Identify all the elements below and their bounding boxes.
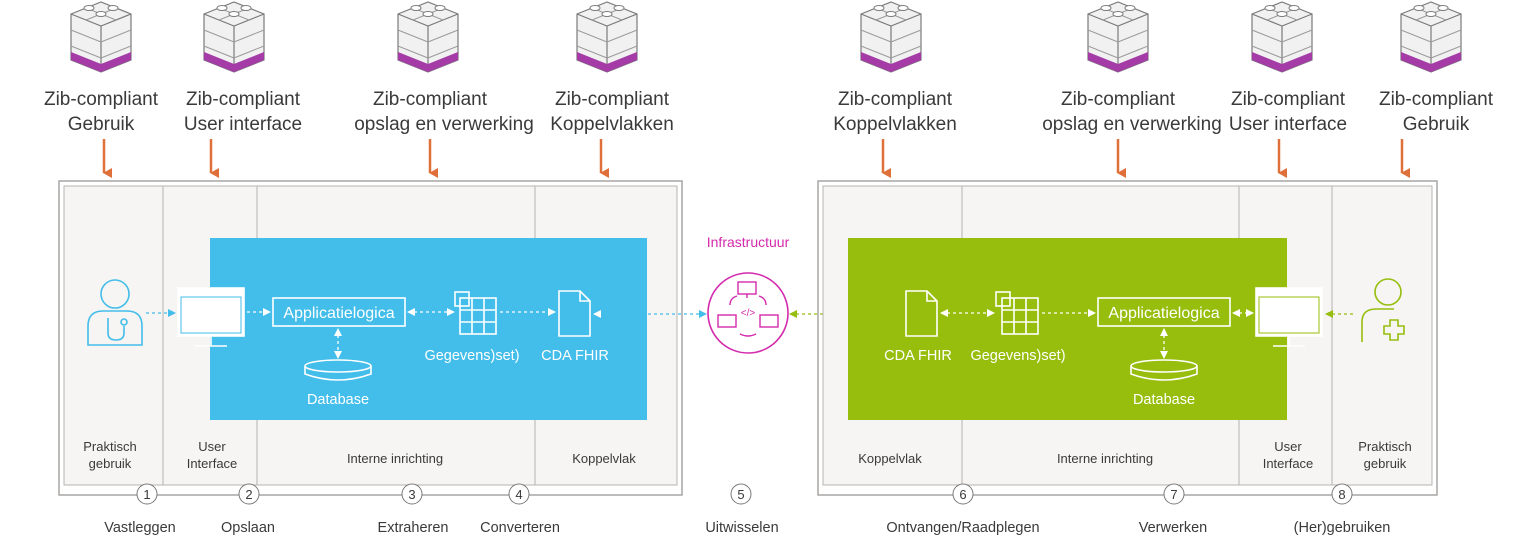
- step-number: 2: [245, 487, 252, 502]
- step-circle: [952, 483, 974, 505]
- column-label: Interface: [187, 456, 238, 471]
- step-number: 8: [1338, 487, 1345, 502]
- column-label: Praktisch: [83, 439, 136, 454]
- top-label-line2: Koppelvlakken: [833, 114, 957, 135]
- top-label-line1: Zib-compliant: [186, 89, 301, 110]
- right-top-items: Zib-compliant Koppelvlakken Zib-complian…: [833, 1, 1494, 135]
- step-label: Ontvangen/Raadplegen: [886, 520, 1039, 536]
- top-label-line2: User interface: [184, 114, 302, 135]
- database-icon: [304, 359, 372, 381]
- database-icon: [1130, 359, 1198, 381]
- step-number: 1: [143, 487, 150, 502]
- left-top-items: Zib-compliant Gebruik Zib-compliant User…: [44, 1, 674, 135]
- orange-arrows: [102, 139, 1410, 178]
- infrastructure-label: Infrastructuur: [707, 234, 790, 250]
- dataset-grid-icon: [454, 291, 497, 335]
- panel-outer: [817, 180, 1438, 496]
- column-label: Interface: [1263, 456, 1314, 471]
- column-label: Interne inrichting: [347, 451, 443, 466]
- cube-icon: [860, 1, 922, 73]
- monitor-icon: [177, 287, 245, 347]
- step-label: Opslaan: [221, 520, 275, 536]
- step-circle: [1331, 483, 1353, 505]
- top-label-line1: Zib-compliant: [44, 89, 159, 110]
- cube-icon: [397, 1, 459, 73]
- step-label: Verwerken: [1139, 520, 1208, 536]
- step-number-circles: [136, 483, 1353, 505]
- step-number: 4: [515, 487, 522, 502]
- step-label: Converteren: [480, 520, 560, 536]
- column-label: Praktisch: [1358, 439, 1411, 454]
- top-label-line2: Gebruik: [1403, 114, 1470, 135]
- step-circle: [401, 483, 423, 505]
- step-circle: [136, 483, 158, 505]
- cube-icon: [1087, 1, 1149, 73]
- svg-text:</>: </>: [741, 308, 756, 319]
- cube-icon: [1400, 1, 1462, 73]
- document-icon: [905, 290, 938, 337]
- step-label: Vastleggen: [104, 520, 175, 536]
- cube-icon: [203, 1, 265, 73]
- cube-icon: [1251, 1, 1313, 73]
- top-label-line2: Koppelvlakken: [550, 114, 674, 135]
- step-number: 6: [959, 487, 966, 502]
- database-label: Database: [1133, 392, 1195, 408]
- top-label-line1: Zib-compliant: [1061, 89, 1176, 110]
- step-circle: [508, 483, 530, 505]
- cube-icon: [576, 1, 638, 73]
- top-label-line1: Zib-compliant: [838, 89, 953, 110]
- column-label: Koppelvlak: [858, 451, 922, 466]
- step-label: Extraheren: [378, 520, 449, 536]
- infrastructure-circle: [707, 272, 789, 354]
- cda-fhir-label: CDA FHIR: [884, 348, 952, 364]
- left-panel: Praktisch gebruik User Interface Interne…: [58, 180, 707, 496]
- top-label-line1: Zib-compliant: [373, 89, 488, 110]
- system-block-blue: [210, 238, 647, 420]
- top-label-line2: Gebruik: [68, 114, 135, 135]
- column-label: gebruik: [1364, 456, 1407, 471]
- top-label-line1: Zib-compliant: [555, 89, 670, 110]
- step-label: (Her)gebruiken: [1294, 520, 1391, 536]
- top-label-line2: User interface: [1229, 114, 1347, 135]
- column-label: gebruik: [89, 456, 132, 471]
- user-doctor-icon: [87, 279, 143, 346]
- dataset-grid-icon: [995, 291, 1039, 335]
- column-label: Koppelvlak: [572, 451, 636, 466]
- step-circle: [238, 483, 260, 505]
- top-label-line2: opslag en verwerking: [1042, 114, 1222, 135]
- step-number: 3: [408, 487, 415, 502]
- app-logic-label: Applicatielogica: [283, 305, 394, 322]
- steps: 1 2 3 4 5 6 7 8 Vastleggen Opslaan Extra…: [104, 483, 1391, 536]
- top-label-line1: Zib-compliant: [1379, 89, 1494, 110]
- app-logic-box: [1097, 297, 1231, 327]
- top-label-line2: opslag en verwerking: [354, 114, 534, 135]
- app-logic-label: Applicatielogica: [1108, 305, 1219, 322]
- network-icon: </>: [717, 281, 779, 337]
- app-logic-box: [272, 297, 406, 327]
- database-label: Database: [307, 392, 369, 408]
- document-icon: [558, 290, 591, 337]
- step-number: 5: [737, 487, 744, 502]
- cube-icon: [70, 1, 132, 73]
- step-label: Uitwisselen: [705, 520, 778, 536]
- step-circle: [730, 483, 752, 505]
- step-circle: [1163, 483, 1185, 505]
- column-label: Interne inrichting: [1057, 451, 1153, 466]
- column-label: User: [1274, 439, 1302, 454]
- panel-outer: [58, 180, 683, 496]
- user-plus-icon: [1361, 278, 1405, 342]
- right-panel: Koppelvlak Interne inrichting User Inter…: [817, 180, 1438, 496]
- monitor-icon: [1255, 287, 1323, 347]
- dataset-label: Gegevens)set): [424, 348, 519, 364]
- step-number: 7: [1170, 487, 1177, 502]
- top-label-line1: Zib-compliant: [1231, 89, 1346, 110]
- system-block-green: [848, 238, 1287, 420]
- column-label: User: [198, 439, 226, 454]
- dataset-label: Gegevens)set): [970, 348, 1065, 364]
- cda-fhir-label: CDA FHIR: [541, 348, 609, 364]
